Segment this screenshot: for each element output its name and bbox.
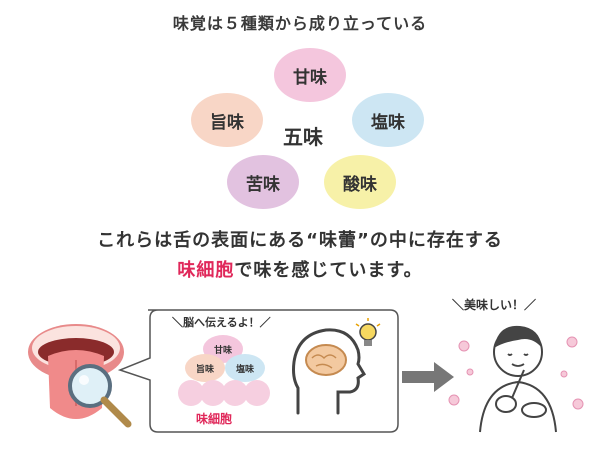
mini-taste-umami: 旨味: [185, 354, 225, 382]
page-title: 味覚は５種類から成り立っている: [172, 14, 428, 33]
taste-umami: 旨味: [191, 93, 263, 147]
bubble-caption: ＼脳へ伝えるよ！／: [172, 316, 271, 329]
taste-bitter: 苦味: [227, 155, 299, 209]
person-exclamation: ＼美味しい！／: [452, 298, 537, 312]
five-tastes-center: 五味: [283, 125, 323, 149]
taste-cell: [222, 380, 248, 406]
taste-sweet: 甘味: [274, 48, 346, 102]
person-eating-illustration: [448, 325, 584, 433]
taste-sour: 酸味: [324, 155, 396, 209]
taste-cell: [200, 380, 226, 406]
explanation-line1: これらは舌の表面にある“味蕾”の中に存在する: [97, 230, 503, 251]
tongue-illustration: [28, 324, 132, 428]
arrow-icon: [402, 362, 454, 392]
taste-cells-label: 味細胞: [196, 412, 233, 426]
mini-taste-salty: 塩味: [225, 354, 265, 382]
explanation-line2-rest: で味を感じています。: [234, 260, 423, 281]
brain-head-icon: [292, 318, 381, 415]
taste-cells-highlight: 味細胞: [177, 260, 235, 281]
sakura-icon: [448, 336, 584, 410]
taste-salty: 塩味: [352, 93, 424, 147]
explanation-line2: 味細胞で味を感じています。: [0, 256, 600, 282]
taste-cell: [178, 380, 204, 406]
taste-cell: [244, 380, 270, 406]
